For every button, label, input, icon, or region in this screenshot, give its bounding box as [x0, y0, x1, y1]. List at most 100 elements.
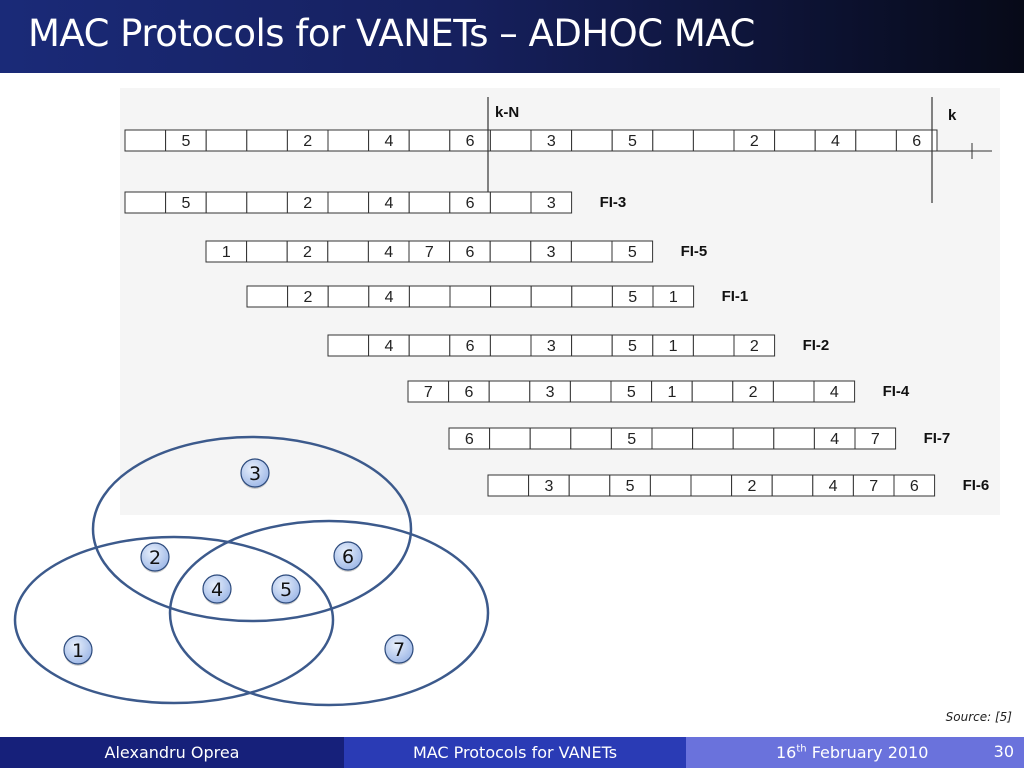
frame-fi-6-slot — [690, 474, 733, 497]
frame-fi-6-slot — [487, 474, 530, 497]
frame-fi-1-slot-label: 1 — [669, 289, 678, 306]
frame-fi-3-slot-label: 6 — [466, 195, 475, 212]
frame-fi-6-slot — [771, 474, 814, 497]
frame-fi-2-slot — [692, 334, 735, 357]
timeline-slot — [652, 129, 694, 152]
slide-title: MAC Protocols for VANETs – ADHOC MAC — [28, 12, 755, 55]
timeline-slot — [855, 129, 897, 152]
vehicle-nodes: 3 2 6 4 5 1 7 — [63, 458, 414, 666]
footer-date-section: 16th February 2010 30 — [686, 737, 1024, 768]
timeline-slot-label: 2 — [303, 133, 312, 150]
timeline-slot — [246, 129, 288, 152]
timeline-slot — [571, 129, 613, 152]
frame-fi-3-slot-label: 3 — [547, 195, 556, 212]
frame-fi-1-slot — [408, 285, 451, 308]
frame-fi-2-slot-label: 2 — [750, 338, 759, 355]
timeline-slot — [205, 129, 248, 152]
timeline-slot — [774, 129, 816, 152]
frame-fi-1-slot-label: 4 — [385, 289, 394, 306]
frame-fi-4-slot — [772, 380, 815, 403]
frame-fi-7-slot — [489, 427, 531, 450]
frame-fi-6-slot-label: 3 — [544, 478, 553, 495]
frame-fi-4-slot — [569, 380, 612, 403]
footer-date: 16th February 2010 — [776, 743, 928, 762]
frame-label-fi-6: FI-6 — [963, 477, 990, 494]
frame-fi-6-slot — [893, 474, 936, 497]
vehicle-node-label: 3 — [249, 463, 261, 485]
vehicle-node-label: 4 — [211, 579, 223, 601]
source-citation: Source: [5] — [945, 710, 1012, 724]
frame-fi-1-slot — [530, 285, 573, 308]
frame-fi-3-slot — [489, 191, 532, 214]
k-label: k — [948, 107, 957, 124]
frame-fi-1-slot — [571, 285, 613, 308]
vehicle-node-5 — [271, 574, 301, 604]
frame-fi-5-slot — [570, 240, 613, 263]
frame-fi-2-slot-label: 4 — [384, 338, 393, 355]
frame-fi-5-slot-label: 7 — [425, 244, 434, 261]
frame-fi-1-slot — [652, 285, 695, 308]
vehicle-node-7 — [384, 634, 414, 664]
frame-fi-7-slot — [529, 427, 572, 450]
frame-fi-7-slot-label: 5 — [627, 431, 636, 448]
timeline-slot-label: 5 — [628, 133, 637, 150]
frame-fi-5-slot — [246, 240, 288, 263]
frame-fi-2-slot-label: 6 — [466, 338, 475, 355]
timeline-slot — [124, 129, 167, 152]
frame-fi-4-slot-label: 1 — [667, 384, 676, 401]
frame-fi-2-slot — [327, 334, 370, 357]
frame-fi-3-slot-label: 4 — [384, 195, 393, 212]
frame-fi-3-slot — [327, 191, 370, 214]
frame-fi-5-slot-label: 5 — [628, 244, 637, 261]
vehicle-node-label: 5 — [280, 579, 292, 601]
frame-fi-5-slot — [611, 240, 654, 263]
frame-fi-5-slot-label: 3 — [547, 244, 556, 261]
frame-fi-1-slot — [490, 285, 532, 308]
frame-fi-3-slot-label: 5 — [181, 195, 190, 212]
timeline-slot-label: 6 — [912, 133, 921, 150]
timeline-slot — [408, 129, 451, 152]
frame-fi-5-slot — [489, 240, 532, 263]
frame-fi-6-slot-label: 5 — [626, 478, 635, 495]
frame-fi-7-slot — [854, 427, 897, 450]
frame-fi-5-slot-label: 4 — [384, 244, 393, 261]
timeline-slot — [692, 129, 735, 152]
frame-fi-4-slot-label: 5 — [627, 384, 636, 401]
frame-fi-6-slot-label: 2 — [747, 478, 756, 495]
timeline-slot-label: 5 — [181, 133, 190, 150]
frame-fi-3-slot — [124, 191, 167, 214]
frame-fi-5-slot — [327, 240, 369, 263]
frame-fi-7-slot — [570, 427, 612, 450]
frame-fi-3-slot — [205, 191, 248, 214]
vehicle-node-label: 2 — [149, 547, 161, 569]
vehicle-node-label: 7 — [393, 639, 405, 661]
frame-fi-7-slot — [651, 427, 694, 450]
frame-fi-4-slot-label: 4 — [830, 384, 839, 401]
frame-fi-2-slot — [733, 334, 776, 357]
frame-fi-3-slot — [246, 191, 288, 214]
timeline-slot-label: 6 — [466, 133, 475, 150]
frame-fi-1-slot-label: 2 — [303, 289, 312, 306]
k-n-label: k-N — [495, 104, 519, 121]
date-rest: February 2010 — [806, 743, 929, 762]
date-day: 16 — [776, 743, 797, 762]
frame-fi-3-slot — [408, 191, 451, 214]
vehicle-node-2 — [140, 542, 170, 572]
frame-fi-4-slot — [488, 380, 531, 403]
title-bar: MAC Protocols for VANETs – ADHOC MAC — [0, 0, 1024, 73]
frame-fi-2-slot-label: 5 — [628, 338, 637, 355]
frame-label-fi-1: FI-1 — [722, 288, 749, 305]
frame-fi-7-slot — [773, 427, 815, 450]
frame-fi-4-slot-label: 7 — [424, 384, 433, 401]
timeline-slot — [895, 129, 938, 152]
frame-fi-6-slot-label: 7 — [869, 478, 878, 495]
vehicle-node-label: 1 — [72, 640, 84, 662]
timeline-slot-label: 4 — [384, 133, 393, 150]
vehicle-node-6 — [333, 541, 363, 571]
frame-fi-7-slot — [732, 427, 775, 450]
frame-label-fi-5: FI-5 — [681, 243, 708, 260]
vehicle-node-label: 6 — [342, 546, 354, 568]
frame-fi-4-slot-label: 3 — [546, 384, 555, 401]
